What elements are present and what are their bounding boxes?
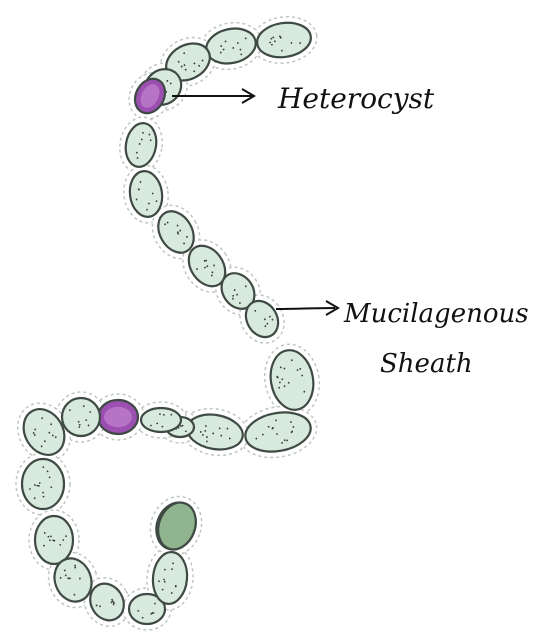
vegetative-cell	[141, 408, 181, 432]
vegetative-cell	[62, 398, 100, 436]
vegetative-cell	[22, 459, 64, 509]
heterocyst-label: Heterocyst	[277, 82, 435, 115]
heterocyst-cell	[98, 400, 138, 434]
sheath-label-line1: Mucilagenous	[343, 299, 529, 329]
vegetative-cell	[35, 516, 73, 564]
sheath-label-line2: Sheath	[380, 349, 473, 379]
sheath-pointer-arrow	[276, 301, 338, 315]
